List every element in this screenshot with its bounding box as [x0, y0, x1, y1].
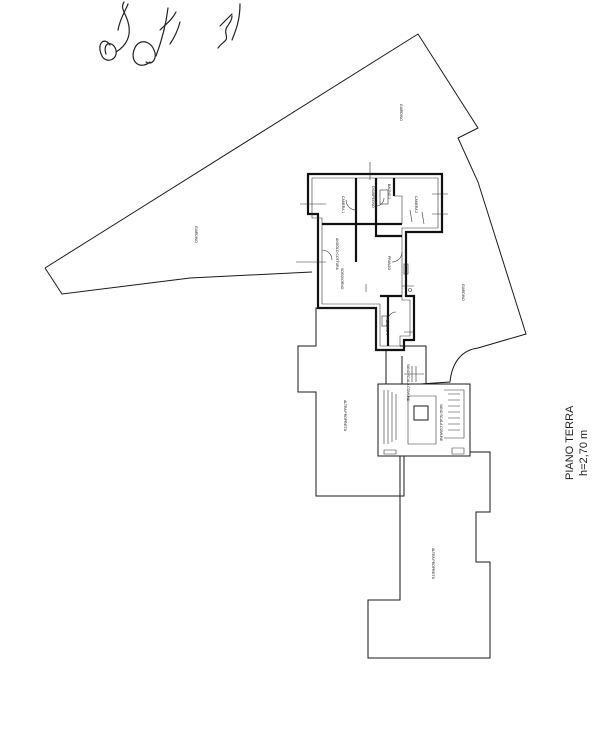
- room-label-giardino-left: GIARDINO: [194, 226, 198, 243]
- room-label-bagno1: BAGNO 1: [385, 320, 389, 335]
- altra-proprieta-2-outline: [367, 451, 491, 659]
- room-label-giardino-right: GIARDINO: [461, 284, 465, 301]
- room-label-giardino-top: GIARDINO: [399, 104, 403, 121]
- room-label-soggiorno: SOGGIORNO: [340, 268, 344, 290]
- altra-proprieta-1-outline: [297, 307, 401, 497]
- room-label-angolo-cottura: ANGOLO COTTURA: [335, 238, 339, 271]
- room-label-altra-proprieta-1: ALTRA PROPRIETÀ: [343, 400, 347, 432]
- handwritten-signature: [99, 1, 241, 66]
- room-label-vano-scala-comune-2: VANO SCALA COMUNE: [439, 404, 443, 442]
- room-label-altra-proprieta-2: ALTRA PROPRIETÀ: [431, 548, 435, 580]
- room-label-camera1: CAMERA 1: [341, 196, 345, 213]
- room-label-vano-scala-comune: VANO SCALA COMUNE: [406, 364, 410, 402]
- plan-caption-level: PIANO TERRA: [564, 405, 576, 480]
- room-label-disimpegno: DISIMPEGNO: [371, 186, 375, 208]
- garden-boundary: [44, 33, 527, 385]
- apartment-outline: [306, 172, 444, 352]
- room-label-pranzo: PRANZO: [387, 256, 391, 270]
- room-label-camera2: CAMERA 2: [414, 196, 418, 213]
- room-label-bagno2: BAGNO 2: [387, 184, 391, 199]
- plan-caption-height: h=2,70 m: [578, 430, 590, 476]
